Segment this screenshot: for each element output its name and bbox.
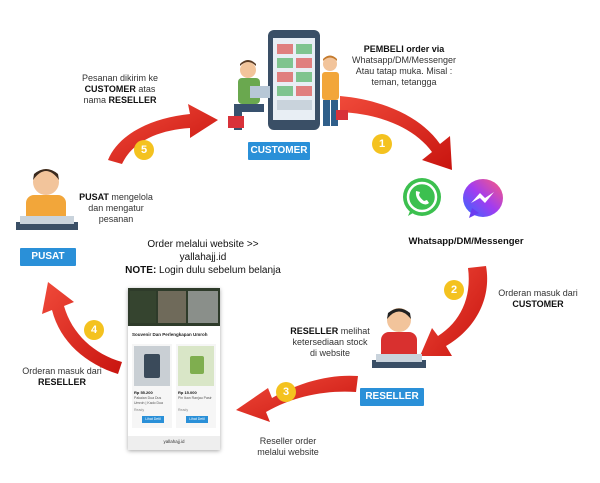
step3-line2: melalui website (257, 447, 319, 457)
step2-line1: Orderan masuk dari (498, 288, 578, 298)
product-stock-2: Ready (178, 408, 189, 412)
pusat-illustration (8, 160, 88, 245)
customer-illustration (220, 24, 355, 136)
center-line1: Order melalui website >> (147, 239, 259, 250)
step3-number: 3 (276, 382, 296, 402)
step1-number: 1 (372, 134, 392, 154)
product-card-1[interactable]: Rp 55.200 Pakaian Dua Dus Umroh | Kado D… (132, 344, 172, 428)
step2-number: 2 (444, 280, 464, 300)
pusat-line1-rest: mengelola (108, 192, 153, 202)
step5-line3-bold: RESELLER (108, 95, 157, 105)
step4-line2: RESELLER (37, 377, 86, 387)
whatsapp-icon (400, 176, 444, 220)
center-note: Order melalui website >> yallahajj.id NO… (108, 238, 298, 277)
apps-label: Whatsapp/DM/Messenger (408, 236, 524, 247)
product-card-2[interactable]: Rp 15.000 Pin Ikan Ranjau Pasir Ready Li… (176, 344, 216, 428)
step4-line1: Orderan masuk dari (22, 366, 102, 376)
step5-line2-bold: CUSTOMER (84, 84, 136, 94)
customer-note: PEMBELI order via Whatsapp/DM/Messenger … (340, 44, 468, 88)
step3-line1: Reseller order (259, 436, 317, 446)
arrow-step4 (42, 282, 122, 374)
reseller-line2: ketersediaan stock (292, 337, 368, 347)
product-image-2 (178, 346, 214, 386)
step4-number: 4 (84, 320, 104, 340)
customer-note-line1: PEMBELI order via (363, 44, 445, 54)
customer-note-line2: Whatsapp/DM/Messenger (351, 55, 457, 65)
step2-note: Orderan masuk dari CUSTOMER (488, 288, 588, 310)
phone-banner (128, 288, 220, 326)
step5-note: Pesanan dikirim ke CUSTOMER atas nama RE… (66, 73, 174, 106)
reseller-badge: RESELLER (360, 388, 424, 406)
product-image-1 (134, 346, 170, 386)
pusat-note: PUSAT mengelola dan mengatur pesanan (76, 192, 156, 225)
product-button-2[interactable]: Lihat Detil (186, 416, 208, 423)
arrow-step1 (340, 96, 452, 170)
step3-note: Reseller order melalui website (246, 436, 330, 458)
product-name-2: Pin Ikan Ranjau Pasir (178, 396, 212, 400)
arrow-step3 (236, 375, 358, 422)
arrow-step5 (108, 104, 218, 164)
reseller-line1-bold: RESELLER (290, 326, 339, 336)
pusat-badge: PUSAT (20, 248, 76, 266)
pusat-line2: dan mengatur (88, 203, 144, 213)
product-stock-1: Ready (134, 408, 145, 412)
product-button-1[interactable]: Lihat Detil (142, 416, 164, 423)
customer-note-line3: Atau tatap muka. Misal : (355, 66, 453, 76)
product-price-2: Rp 15.000 (178, 390, 197, 395)
step5-line2-rest: atas (135, 84, 156, 94)
phone-url-bar: yallahajj.id (128, 436, 220, 450)
product-name-1: Pakaian Dua Dus Umroh | Kado Dua (134, 396, 163, 405)
reseller-illustration (368, 300, 430, 380)
customer-note-line4: teman, tetangga (371, 77, 437, 87)
website-screenshot: Souvenir Dan Perlengkapan Umroh Rp 55.20… (128, 288, 220, 450)
product-price-1: Rp 55.200 (134, 390, 153, 395)
phone-header: Souvenir Dan Perlengkapan Umroh (132, 332, 208, 337)
step5-number: 5 (134, 140, 154, 160)
phone-url: yallahajj.id (163, 439, 185, 444)
reseller-line1-rest: melihat (338, 326, 370, 336)
reseller-line3: di website (309, 348, 351, 358)
messenger-icon (460, 176, 506, 222)
step4-note: Orderan masuk dari RESELLER (16, 366, 108, 388)
step5-line3-prefix: nama (83, 95, 109, 105)
center-line3-rest: Login dulu sebelum belanja (156, 265, 281, 276)
reseller-note: RESELLER melihat ketersediaan stock di w… (282, 326, 378, 359)
step5-line1: Pesanan dikirim ke (81, 73, 159, 83)
customer-badge: CUSTOMER (248, 142, 310, 160)
pusat-line3: pesanan (98, 214, 134, 224)
step2-line2: CUSTOMER (512, 299, 564, 309)
center-line2: yallahajj.id (179, 252, 227, 263)
arrow-step2 (420, 266, 488, 356)
center-line3-bold: NOTE: (125, 265, 157, 276)
pusat-line1-bold: PUSAT (79, 192, 109, 202)
